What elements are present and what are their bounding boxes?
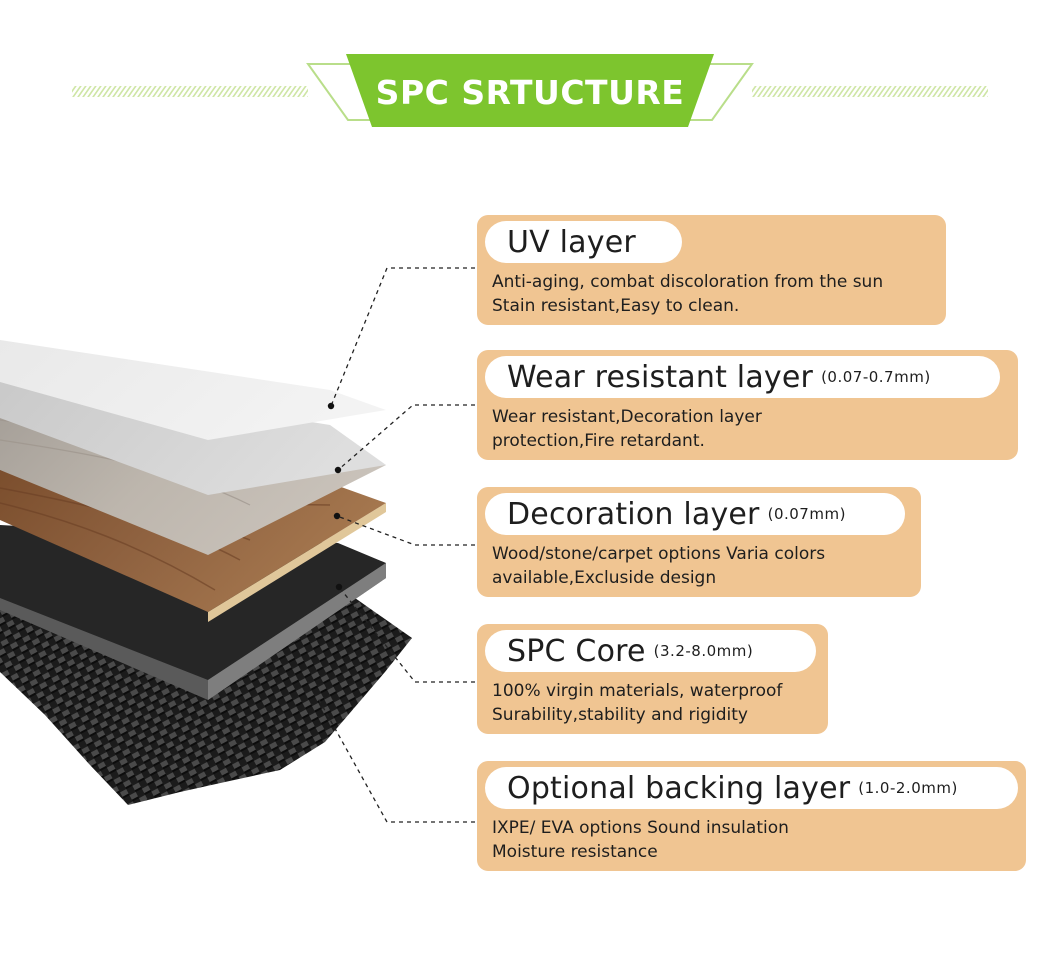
page-title: SPC SRTUCTURE [375, 73, 685, 112]
wear-layer-title: Wear resistant layer [507, 359, 814, 395]
decoration-layer-description: Wood/stone/carpet options Varia colors a… [492, 542, 825, 590]
backing-layer-card: Optional backing layer (1.0-2.0mm) IXPE/… [477, 761, 1026, 871]
banner-ribbon [346, 54, 714, 127]
decoration-layer-title: Decoration layer [507, 496, 760, 532]
leader-dot-uv [327, 402, 335, 410]
decoration-layer-desc-line-1: Wood/stone/carpet options Varia colors [492, 544, 826, 564]
decoration-layer-card: Decoration layer (0.07mm) Wood/stone/car… [477, 487, 921, 597]
wear-layer-desc-line-1: Wear resistant,Decoration layer [492, 407, 762, 427]
leader-dot-core [335, 583, 343, 591]
wear-layer-title-pill: Wear resistant layer (0.07-0.7mm) [485, 356, 1000, 398]
leader-line-core [338, 586, 475, 683]
leader-line-wear [337, 404, 475, 471]
core-layer-edge [208, 563, 386, 700]
backing-layer-desc-line-1: IXPE/ EVA options Sound insulation [492, 818, 789, 838]
core-layer-description: 100% virgin materials, waterproof Surabi… [492, 679, 782, 727]
decoration-layer-desc-line-2: available,Excluside design [492, 568, 717, 588]
wear-layer-thickness: (0.07-0.7mm) [821, 368, 931, 386]
backing-layer-description: IXPE/ EVA options Sound insulation Moist… [492, 816, 789, 864]
banner-hatch-right [752, 86, 988, 97]
decoration-layer-thickness: (0.07mm) [767, 505, 846, 523]
core-layer-desc-line-1: 100% virgin materials, waterproof [492, 681, 783, 701]
leader-dot-decoration [333, 512, 341, 520]
banner-hatch-left [72, 86, 308, 97]
backing-layer-title: Optional backing layer [507, 770, 851, 806]
core-layer-thickness: (3.2-8.0mm) [653, 642, 754, 660]
leader-dot-wear [334, 466, 342, 474]
uv-layer-title-pill: UV layer [485, 221, 682, 263]
wear-layer-desc-line-2: protection,Fire retardant. [492, 431, 705, 451]
uv-layer-description: Anti-aging, combat discoloration from th… [492, 270, 883, 318]
leader-line-uv [330, 267, 475, 407]
backing-layer-title-pill: Optional backing layer (1.0-2.0mm) [485, 767, 1018, 809]
backing-layer-desc-line-2: Moisture resistance [492, 842, 658, 862]
uv-layer-shape [0, 340, 386, 440]
core-layer-title-pill: SPC Core (3.2-8.0mm) [485, 630, 816, 672]
uv-layer-desc-line-2: Stain resistant,Easy to clean. [492, 296, 740, 316]
uv-layer-title: UV layer [507, 224, 636, 260]
decoration-layer-title-pill: Decoration layer (0.07mm) [485, 493, 905, 535]
core-layer-card: SPC Core (3.2-8.0mm) 100% virgin materia… [477, 624, 828, 734]
uv-layer-card: UV layer Anti-aging, combat discoloratio… [477, 215, 946, 325]
title-banner [72, 54, 988, 127]
wood-edge [208, 503, 386, 622]
wear-layer-card: Wear resistant layer (0.07-0.7mm) Wear r… [477, 350, 1018, 460]
wear-layer-description: Wear resistant,Decoration layer protecti… [492, 405, 762, 453]
core-layer-desc-line-2: Surability,stability and rigidity [492, 705, 748, 725]
uv-layer-desc-line-1: Anti-aging, combat discoloration from th… [492, 272, 884, 292]
leader-line-backing [317, 697, 475, 823]
core-layer-title: SPC Core [507, 633, 646, 669]
backing-layer-thickness: (1.0-2.0mm) [858, 779, 958, 797]
leader-line-decoration [336, 515, 475, 546]
